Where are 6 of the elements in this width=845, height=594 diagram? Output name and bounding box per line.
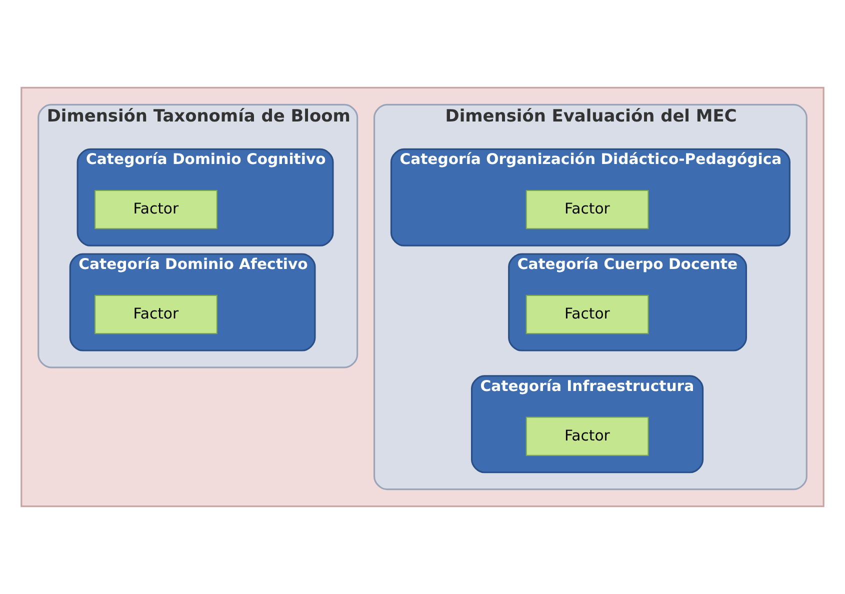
node-box: Factor — [94, 190, 218, 230]
node-box: Factor — [526, 416, 649, 456]
node-box: Factor — [94, 294, 218, 334]
cluster — [20, 86, 824, 508]
node-box: Factor — [526, 190, 649, 230]
node-box: Factor — [526, 294, 649, 334]
